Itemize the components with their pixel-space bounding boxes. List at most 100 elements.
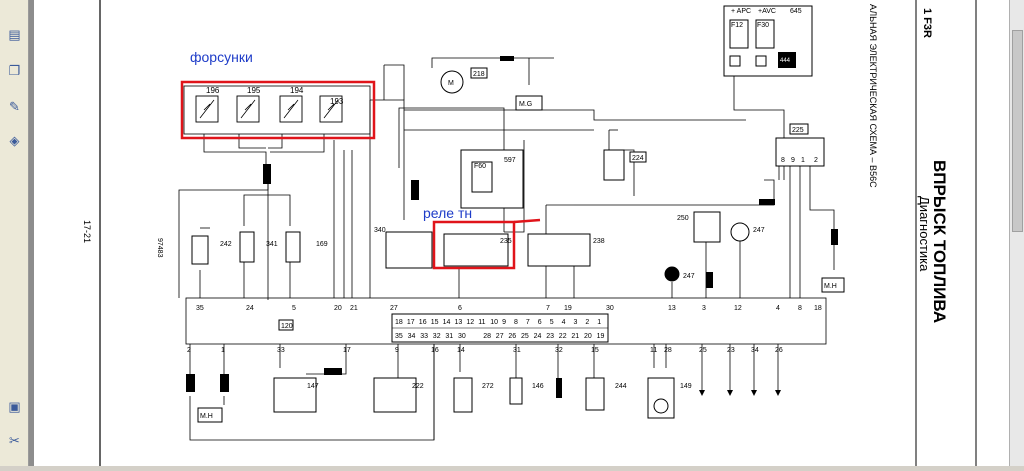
component-222-label: 222: [412, 383, 424, 390]
connector-pin: 33: [420, 333, 428, 340]
injector-193-label: 193: [330, 97, 344, 106]
header-corner: 1 F3R: [921, 8, 933, 38]
connector-pin: 22: [559, 333, 567, 340]
component-247b-label: 247: [683, 273, 695, 280]
component-597-label: 597: [504, 157, 516, 164]
ecu-top-pin: 20: [334, 305, 342, 312]
connector-pin: 8: [514, 319, 518, 326]
ecu-bottom-pin: 28: [664, 347, 672, 354]
connector-pin: 9: [502, 319, 506, 326]
connector-pin: 6: [538, 319, 542, 326]
ecu-bottom-pin: 25: [699, 347, 707, 354]
ecu-bottom-pin: 23: [727, 347, 735, 354]
component-146-label: 146: [532, 383, 544, 390]
attachments-icon[interactable]: ◈: [9, 132, 20, 148]
component-645-label: 645: [790, 8, 802, 15]
ecu-top-pin: 19: [564, 305, 572, 312]
connector-pin: 7: [526, 319, 530, 326]
output-arrows: [699, 390, 781, 396]
component-235-label: 235: [500, 238, 512, 245]
component-149-label: 149: [680, 383, 692, 390]
relay-highlight-tail: [513, 218, 541, 224]
ground-mh-right-label: M.H: [824, 283, 837, 290]
fuse-f12-label: F12: [731, 22, 743, 29]
svg-text:M: M: [448, 80, 454, 87]
injector-194-label: 194: [290, 86, 304, 95]
schema-caption: АЛЬНАЯ ЭЛЕКТРИЧЕСКАЯ СХЕМА – В56С: [868, 4, 878, 188]
connector-pin: 11: [478, 319, 485, 326]
fuse-f30-label: F30: [757, 22, 769, 29]
component-244-label: 244: [615, 383, 627, 390]
ecu-bottom-pin: 16: [431, 347, 439, 354]
ecu-bottom-pin: 26: [775, 347, 783, 354]
page-number: 17-21: [82, 220, 92, 243]
connector-pin: 2: [585, 319, 589, 326]
connector-pin: 21: [571, 333, 579, 340]
connector-pin: 27: [496, 333, 504, 340]
connector-pin: 34: [408, 333, 416, 340]
connector-pin: 24: [534, 333, 542, 340]
injector-group: 196 195 194 193: [195, 86, 344, 123]
component-444-label: 444: [780, 58, 791, 64]
apc-label: + APC: [731, 8, 751, 15]
layers-icon[interactable]: ❐: [8, 62, 21, 78]
c225-pin-9: 9: [791, 157, 795, 164]
ecu-120-label: 120: [281, 323, 293, 330]
c225-pin-2: 2: [814, 157, 818, 164]
ecu-bottom-pin: 15: [591, 347, 599, 354]
splice-blocks: [186, 56, 838, 398]
page-subtitle: Диагностика: [917, 196, 932, 272]
ecu-bottom-pin: 32: [555, 347, 563, 354]
connector-pin: 32: [433, 333, 441, 340]
page-gutter: [29, 0, 34, 466]
connector-pin: 1: [597, 319, 601, 326]
page-title: ВПРЫСК ТОПЛИВА: [930, 160, 949, 323]
connector-pin: 16: [419, 319, 427, 326]
connector-pin: 30: [458, 333, 466, 340]
pages-icon[interactable]: ▤: [8, 26, 21, 42]
ecu-top-pin: 27: [390, 305, 398, 312]
vertical-scrollbar[interactable]: [1009, 0, 1024, 466]
ground-mg-label: M.G: [519, 101, 532, 108]
ecu-bottom-pin: 17: [343, 347, 351, 354]
ecu-bottom-pin: 14: [457, 347, 465, 354]
ecu-top-pin: 5: [292, 305, 296, 312]
wiring-lines: [178, 38, 835, 441]
connector-pin: 3: [574, 319, 578, 326]
paperclip-icon[interactable]: ✂: [9, 432, 20, 448]
connector-pin: 5: [550, 319, 554, 326]
injector-196-label: 196: [206, 86, 220, 95]
connector-pin: 12: [466, 319, 474, 326]
component-224-label: 224: [632, 155, 644, 162]
document-page: 17-21 9 7 4 8 3 1 F3R ВПРЫСК ТОПЛИВА Диагнос…: [34, 0, 1010, 466]
connector-pin: 28: [483, 333, 491, 340]
injectors-annotation: форсунки: [190, 49, 253, 65]
ecu-top-pin: 13: [668, 305, 676, 312]
ecu-top-pin: 4: [776, 305, 780, 312]
ecu-top-pin: 30: [606, 305, 614, 312]
ecu-top-pin: 18: [814, 305, 822, 312]
connector-pin: 15: [431, 319, 439, 326]
ecu-bottom-pin: 33: [277, 347, 285, 354]
ecu-top-pin: 12: [734, 305, 742, 312]
ecu-bottom-pin: 9: [395, 347, 399, 354]
connector-pin: 25: [521, 333, 529, 340]
comments-icon[interactable]: ▣: [8, 398, 21, 414]
connector-pin: 20: [584, 333, 592, 340]
injector-highlight-box: [180, 80, 376, 140]
signatures-icon[interactable]: ✎: [9, 98, 20, 114]
wiring-diagram: 17-21 9 7 4 8 3 1 F3R ВПРЫСК ТОПЛИВА Диагнос…: [82, 0, 977, 466]
component-340-label: 340: [374, 227, 386, 234]
connector-pin: 18: [395, 319, 403, 326]
connector-pin: 26: [508, 333, 516, 340]
component-147-label: 147: [307, 383, 319, 390]
ecu-bottom-pin: 1: [221, 347, 225, 354]
ecu-top-pin: 21: [350, 305, 358, 312]
component-225-label: 225: [792, 127, 804, 134]
scrollbar-thumb[interactable]: [1012, 30, 1023, 232]
ecu-bottom-pin: 11: [650, 347, 657, 354]
ecu-top-pin: 6: [458, 305, 462, 312]
